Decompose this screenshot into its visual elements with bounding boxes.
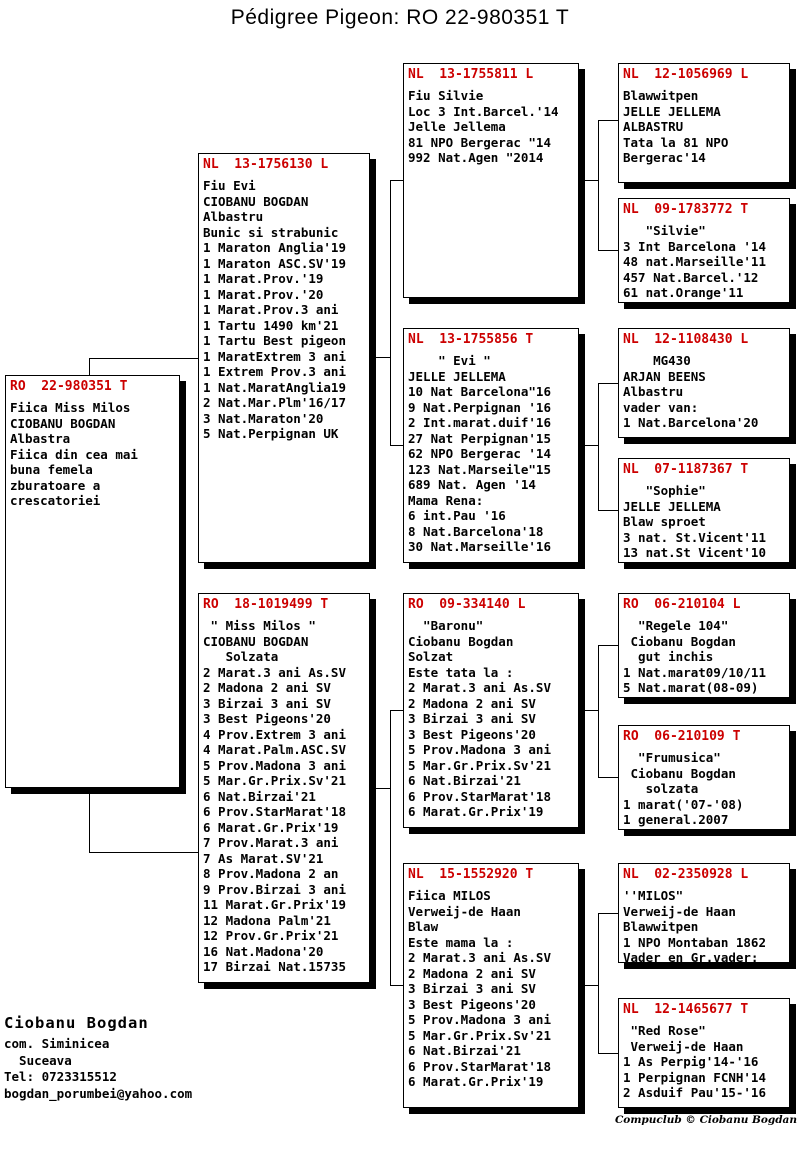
pedigree-box-sire-dam-dam: NL 07-1187367 T "Sophie" JELLE JELLEMA B… <box>618 458 790 563</box>
owner-name: Ciobanu Bogdan <box>4 1014 149 1032</box>
connector-line <box>598 120 599 251</box>
connector-line <box>89 852 198 853</box>
ring-number: NL 02-2350928 L <box>623 867 749 882</box>
pigeon-details: ''MILOS" Verweij-de Haan Blawwitpen 1 NP… <box>623 888 766 963</box>
connector-line <box>598 913 599 1054</box>
pedigree-box-dam: RO 18-1019499 T " Miss Milos " CIOBANU B… <box>198 593 370 983</box>
connector-line <box>370 357 390 358</box>
connector-line <box>579 445 598 446</box>
pedigree-box-dam-dam-sire: NL 02-2350928 L ''MILOS" Verweij-de Haan… <box>618 863 790 963</box>
ring-number: NL 12-1056969 L <box>623 67 749 82</box>
pigeon-details: "Baronu" Ciobanu Bogdan Solzat Este tata… <box>408 618 551 819</box>
pigeon-details: Fiica Miss Milos CIOBANU BOGDAN Albastra… <box>10 400 138 508</box>
ring-number: RO 06-210109 T <box>623 729 741 744</box>
connector-line <box>390 445 403 446</box>
connector-line <box>598 120 618 121</box>
connector-line <box>598 777 618 778</box>
pedigree-box-sire-dam-sire: NL 12-1108430 L MG430 ARJAN BEENS Albast… <box>618 328 790 438</box>
pigeon-details: "Frumusica" Ciobanu Bogdan solzata 1 mar… <box>623 750 744 827</box>
ring-number: RO 18-1019499 T <box>203 597 329 612</box>
pedigree-box-sire: NL 13-1756130 L Fiu Evi CIOBANU BOGDAN A… <box>198 153 370 563</box>
pigeon-details: Fiica MILOS Verweij-de Haan Blaw Este ma… <box>408 888 551 1089</box>
connector-line <box>89 790 90 853</box>
connector-line <box>89 358 198 359</box>
ring-number: NL 13-1756130 L <box>203 157 329 172</box>
connector-line <box>579 710 598 711</box>
ring-number: NL 07-1187367 T <box>623 462 749 477</box>
connector-line <box>370 788 390 789</box>
pedigree-box-dam-dam-dam: NL 12-1465677 T "Red Rose" Verweij-de Ha… <box>618 998 790 1108</box>
ring-number: NL 12-1465677 T <box>623 1002 749 1017</box>
pedigree-box-sire-sire: NL 13-1755811 L Fiu Silvie Loc 3 Int.Bar… <box>403 63 579 298</box>
connector-line <box>598 383 618 384</box>
pedigree-box-dam-sire: RO 09-334140 L "Baronu" Ciobanu Bogdan S… <box>403 593 579 828</box>
connector-line <box>598 913 618 914</box>
ring-number: RO 09-334140 L <box>408 597 526 612</box>
ring-number: NL 12-1108430 L <box>623 332 749 347</box>
connector-line <box>390 985 403 986</box>
ring-number: NL 13-1755856 T <box>408 332 534 347</box>
connector-line <box>598 510 618 511</box>
ring-number: NL 15-1552920 T <box>408 867 534 882</box>
owner-contact-block: Ciobanu Bogdan com. Siminicea Suceava Te… <box>4 1013 192 1102</box>
page-title: Pédigree Pigeon: RO 22-980351 T <box>230 6 570 29</box>
pigeon-details: " Evi " JELLE JELLEMA 10 Nat Barcelona"1… <box>408 353 551 554</box>
pigeon-details: Blawwitpen JELLE JELLEMA ALBASTRU Tata l… <box>623 88 729 165</box>
connector-line <box>390 180 403 181</box>
pedigree-box-sire-dam: NL 13-1755856 T " Evi " JELLE JELLEMA 10… <box>403 328 579 563</box>
ring-number: RO 06-210104 L <box>623 597 741 612</box>
pedigree-box-dam-dam: NL 15-1552920 T Fiica MILOS Verweij-de H… <box>403 863 579 1108</box>
owner-address: com. Siminicea Suceava Tel: 0723315512 b… <box>4 1036 193 1101</box>
pigeon-details: "Silvie" 3 Int Barcelona '14 48 nat.Mars… <box>623 223 766 300</box>
software-credit: Compuclub © Ciobanu Bogdan <box>614 1114 797 1126</box>
ring-number: NL 13-1755811 L <box>408 67 534 82</box>
connector-line <box>579 180 598 181</box>
pigeon-details: "Red Rose" Verweij-de Haan 1 As Perpig'1… <box>623 1023 766 1100</box>
connector-line <box>390 710 403 711</box>
pigeon-details: Fiu Silvie Loc 3 Int.Barcel.'14 Jelle Je… <box>408 88 559 165</box>
connector-line <box>598 383 599 511</box>
ring-number: RO 22-980351 T <box>10 379 128 394</box>
pedigree-box-dam-sire-sire: RO 06-210104 L "Regele 104" Ciobanu Bogd… <box>618 593 790 698</box>
connector-line <box>598 645 599 778</box>
connector-line <box>390 180 391 446</box>
pigeon-details: "Sophie" JELLE JELLEMA Blaw sproet 3 nat… <box>623 483 766 560</box>
connector-line <box>579 985 598 986</box>
pedigree-box-sire-sire-dam: NL 09-1783772 T "Silvie" 3 Int Barcelona… <box>618 198 790 303</box>
ring-number: NL 09-1783772 T <box>623 202 749 217</box>
pedigree-box-sire-sire-sire: NL 12-1056969 L Blawwitpen JELLE JELLEMA… <box>618 63 790 183</box>
pigeon-details: MG430 ARJAN BEENS Albastru vader van: 1 … <box>623 353 759 430</box>
pigeon-details: Fiu Evi CIOBANU BOGDAN Albastru Bunic si… <box>203 178 346 441</box>
pedigree-box-dam-sire-dam: RO 06-210109 T "Frumusica" Ciobanu Bogda… <box>618 725 790 830</box>
pigeon-details: " Miss Milos " CIOBANU BOGDAN Solzata 2 … <box>203 618 346 974</box>
connector-line <box>598 1053 618 1054</box>
connector-line <box>89 358 90 375</box>
connector-line <box>598 645 618 646</box>
connector-line <box>390 710 391 986</box>
connector-line <box>598 250 618 251</box>
pedigree-box-subject: RO 22-980351 T Fiica Miss Milos CIOBANU … <box>5 375 180 788</box>
pigeon-details: "Regele 104" Ciobanu Bogdan gut inchis 1… <box>623 618 766 695</box>
